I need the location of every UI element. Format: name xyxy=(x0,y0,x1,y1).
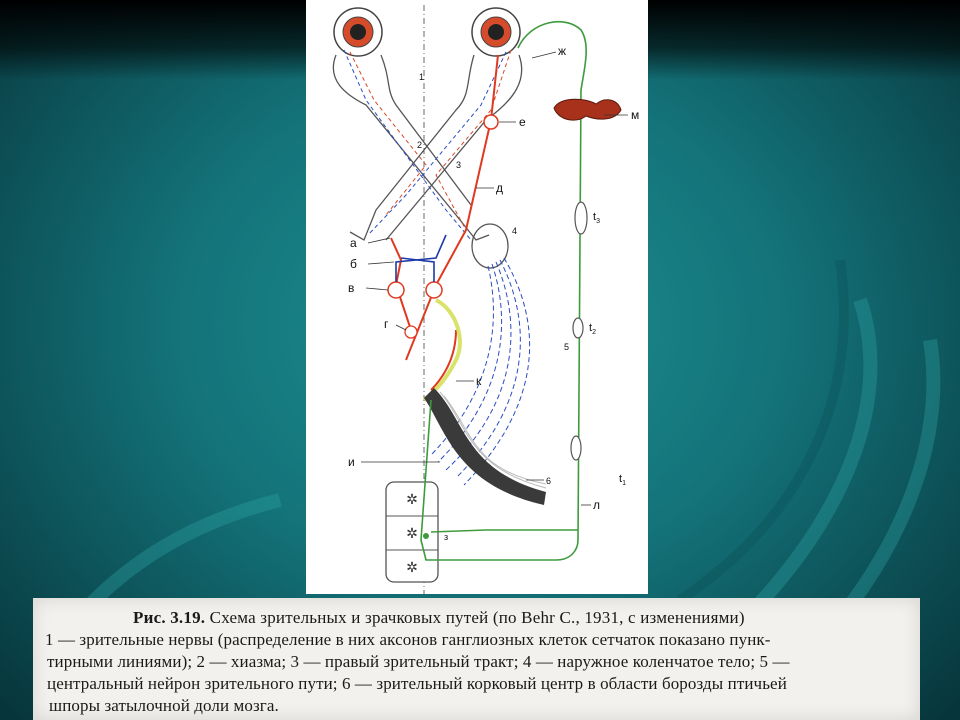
label-t1: t1 xyxy=(619,473,626,487)
ciliary-ganglion xyxy=(483,114,499,130)
lateral-geniculate-body xyxy=(471,223,509,269)
visual-cortex xyxy=(424,388,547,505)
svg-text:✲: ✲ xyxy=(406,525,418,541)
pretectal-nucleus xyxy=(404,325,418,339)
left-eye xyxy=(333,7,383,57)
green-node xyxy=(423,533,429,539)
caption-line-3: центральный нейрон зрительного пути; 6 —… xyxy=(47,674,787,693)
svg-text:✲: ✲ xyxy=(406,491,418,507)
label-n1: 1 xyxy=(419,72,424,82)
label-z: з xyxy=(444,532,448,542)
caption-title-text: Схема зрительных и зрачковых путей (по B… xyxy=(205,608,745,627)
blue-fibers xyxy=(395,234,447,282)
label-l: л xyxy=(593,498,600,512)
label-n6: 6 xyxy=(546,476,551,486)
optic-pathway-figure: ✲ ✲ ✲ xyxy=(306,0,648,594)
ganglion-t2 xyxy=(572,317,584,339)
caption-title-bold: Рис. 3.19. xyxy=(133,608,206,627)
diagram-number-labels: 1 2 3 4 5 6 з xyxy=(417,72,569,542)
label-m: м xyxy=(631,108,639,122)
ganglion-fibers xyxy=(343,49,512,241)
pupillary-red-pathway xyxy=(390,54,499,391)
label-zh: ж xyxy=(558,44,566,58)
spinal-cord: ✲ ✲ ✲ xyxy=(385,481,439,583)
label-e: е xyxy=(519,115,526,129)
sympathetic-green-pathway xyxy=(420,20,587,561)
iris-muscle xyxy=(553,98,622,121)
label-leaders xyxy=(361,51,628,506)
label-n5: 5 xyxy=(564,342,569,352)
label-d: д xyxy=(496,181,503,195)
right-eye xyxy=(471,7,521,57)
optic-nerves-chiasm xyxy=(332,54,523,241)
ganglion-t1 xyxy=(570,435,582,461)
figure-caption: Рис. 3.19. Схема зрительных и зрачковых … xyxy=(33,598,920,720)
diagram-labels: ж е д м а б в г к и л xyxy=(348,44,639,512)
nucleus-right xyxy=(425,281,443,299)
label-t2: t2 xyxy=(589,322,596,336)
label-n4: 4 xyxy=(512,226,517,236)
caption-line-4: шпоры затылочной доли мозга. xyxy=(49,696,279,715)
nucleus-left xyxy=(387,281,405,299)
label-i: и xyxy=(348,455,355,469)
caption-line-2: тирными линиями); 2 — хиазма; 3 — правый… xyxy=(47,652,790,671)
label-n3: 3 xyxy=(456,160,461,170)
label-v: в xyxy=(348,281,354,295)
label-a: а xyxy=(350,236,357,250)
label-g: г xyxy=(384,317,389,331)
optic-pathway-diagram: ✲ ✲ ✲ xyxy=(332,5,639,594)
label-n2: 2 xyxy=(417,140,422,150)
label-k: к xyxy=(476,374,482,388)
svg-text:✲: ✲ xyxy=(406,559,418,575)
label-b: б xyxy=(350,257,357,271)
label-t3: t3 xyxy=(593,211,600,225)
ganglion-labels: t3 t2 t1 xyxy=(589,211,626,487)
caption-line-1: 1 — зрительные нервы (распределение в ни… xyxy=(45,630,771,649)
ganglion-t3 xyxy=(574,201,588,235)
caption-title: Рис. 3.19. Схема зрительных и зрачковых … xyxy=(133,608,745,628)
